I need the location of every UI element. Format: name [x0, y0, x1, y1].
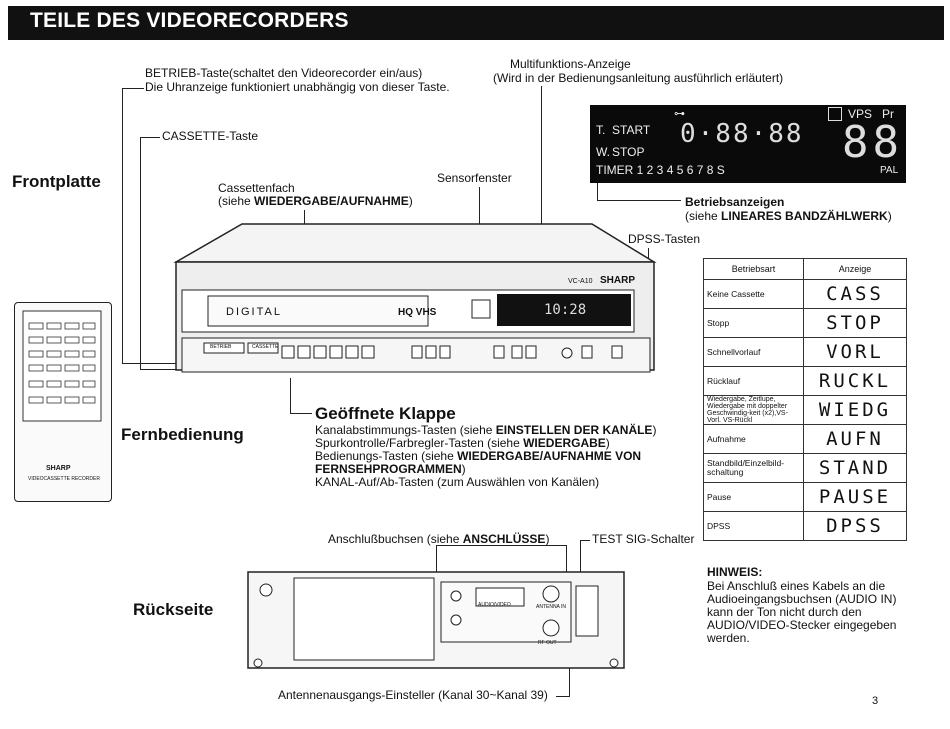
- vcr-hq: HQ VHS: [398, 307, 437, 318]
- open-flap-line-3: Bedienungs-Tasten (siehe WIEDERGABE/AUFN…: [315, 449, 642, 463]
- multifunction-display: ⊶ T. START W. STOP TIMER 1 2 3 4 5 6 7 8…: [590, 105, 906, 183]
- vcr-digital: DIGITAL: [226, 306, 282, 318]
- display-start: START: [612, 123, 651, 137]
- display-w: W.: [596, 145, 610, 159]
- vcr-front-illustration: [173, 223, 657, 373]
- remote-control-illustration: [14, 302, 112, 502]
- vcr-clock: 10:28: [544, 302, 587, 318]
- display-t: T.: [596, 123, 606, 137]
- lock-icon: ⊶: [674, 108, 685, 120]
- vcr-model: VC-A10: [568, 278, 593, 285]
- hinweis-line-1: Bei Anschluß eines Kabels an die: [707, 579, 886, 593]
- section-front: Frontplatte: [12, 172, 101, 191]
- vcr-brand: SHARP: [600, 275, 636, 286]
- display-stop: STOP: [612, 145, 645, 159]
- callout-multi-2: (Wird in der Bedienungsanleitung ausführ…: [493, 71, 784, 85]
- open-flap-line-2: Spurkontrolle/Farbregler-Tasten (siehe W…: [315, 436, 610, 450]
- hinweis-line-2: Audioeingangsbuchsen (AUDIO IN): [707, 592, 897, 606]
- display-timer: TIMER 1 2 3 4 5 6 7 8 S: [596, 163, 725, 177]
- callout-sensor: Sensorfenster: [437, 171, 512, 185]
- callout-betriebsanzeigen-2: (siehe LINEARES BANDZÄHLWERK): [685, 209, 892, 223]
- vcr-betrieb-button[interactable]: BETRIEB: [210, 344, 232, 350]
- display-big: 88: [842, 117, 903, 168]
- rear-rf-out-label: RF OUT: [538, 640, 557, 646]
- callout-cassette: CASSETTE-Taste: [162, 129, 259, 143]
- callout-fach-1: Cassettenfach: [218, 181, 295, 195]
- callout-betrieb-1: BETRIEB-Taste(schaltet den Videorecorder…: [145, 66, 423, 80]
- callout-dpss: DPSS-Tasten: [628, 232, 701, 246]
- section-rear: Rückseite: [133, 600, 214, 619]
- display-vps: VPS: [848, 107, 873, 121]
- display-digits: 0·88·88: [680, 119, 804, 149]
- rear-antenna-in-label: ANTENNA IN: [536, 604, 567, 610]
- hinweis-line-5: werden.: [707, 631, 750, 645]
- open-flap-line-1: Kanalabstimmungs-Tasten (siehe EINSTELLE…: [315, 423, 657, 437]
- callout-betrieb-2: Die Uhranzeige funktioniert unabhängig v…: [145, 80, 450, 94]
- vcr-rear-illustration: [247, 571, 625, 669]
- table-header-display: Anzeige: [803, 258, 907, 280]
- open-flap-line-4: FERNSEHPROGRAMMEN): [315, 462, 466, 476]
- page-title: TEILE DES VIDEORECORDERS: [30, 9, 349, 32]
- vcr-cassette-button[interactable]: CASSETTE: [252, 344, 279, 350]
- hinweis-line-3: kann der Ton nicht durch den: [707, 605, 862, 619]
- hinweis-title: HINWEIS:: [707, 565, 763, 579]
- callout-antenne: Antennenausgangs-Einsteller (Kanal 30~Ka…: [278, 688, 548, 702]
- callout-multi-1: Multifunktions-Anzeige: [510, 57, 631, 71]
- display-pr: Pr: [882, 107, 894, 121]
- section-remote: Fernbedienung: [121, 425, 244, 444]
- page-number: 3: [872, 695, 879, 707]
- display-pal: PAL: [880, 165, 899, 176]
- callout-anschluss: Anschlußbuchsen (siehe ANSCHLÜSSE): [328, 532, 550, 546]
- callout-betriebsanzeigen: Betriebsanzeigen: [685, 195, 785, 209]
- table-row: Wiedergabe, Zeitlupe, Wiedergabe mit dop…: [703, 395, 907, 425]
- title-bar: [8, 6, 944, 40]
- open-flap-line-5: KANAL-Auf/Ab-Tasten (zum Auswählen von K…: [315, 475, 600, 489]
- remote-brand: SHARP: [46, 465, 71, 472]
- callout-fach-2: (siehe WIEDERGABE/AUFNAHME): [218, 194, 413, 208]
- hinweis-line-4: AUDIO/VIDEO-Stecker eingegeben: [707, 618, 897, 632]
- rear-audio-video-label: AUDIO/VIDEO: [478, 602, 511, 608]
- remote-caption: VIDEOCASSETTE RECORDER: [28, 476, 100, 482]
- table-header-mode: Betriebsart: [703, 258, 804, 280]
- square-icon: [828, 107, 842, 121]
- open-flap-title: Geöffnete Klappe: [315, 404, 456, 423]
- callout-test-sig: TEST SIG-Schalter: [592, 532, 695, 546]
